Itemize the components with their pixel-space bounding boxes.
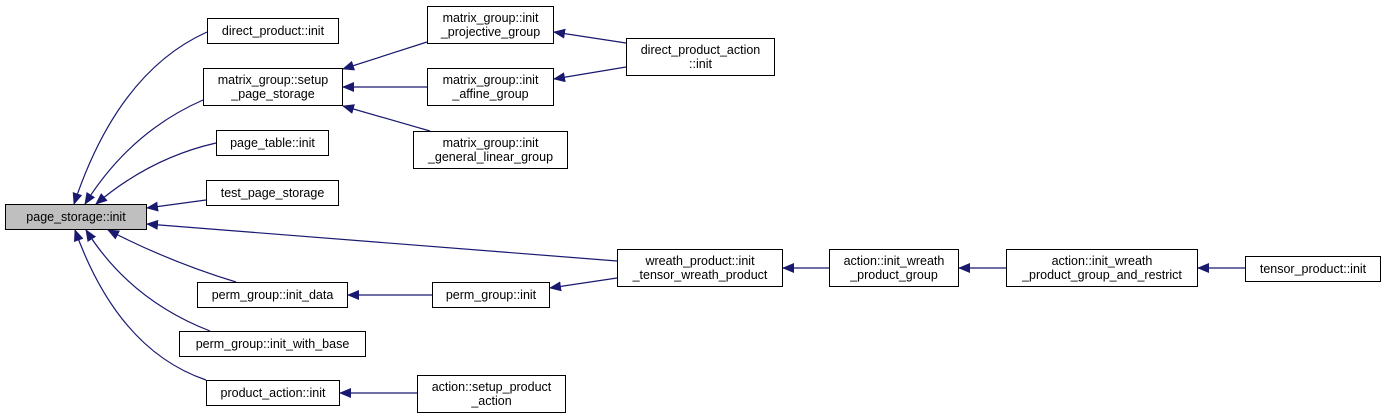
node-label-line: ::init <box>689 57 712 71</box>
edge-page-table-init-to-page-storage-init <box>95 142 217 205</box>
node-label-line: _page_storage <box>231 87 315 101</box>
node-label-line: test_page_storage <box>220 186 325 200</box>
node-label-line: action::setup_product <box>431 380 552 394</box>
node-label-line: _product_group_and_restrict <box>1022 268 1182 282</box>
edge-direct-product-action-init-to-matrix-group-init-affine-group <box>553 66 627 83</box>
node-wreath-product-init-tensor-wreath-product[interactable]: wreath_product::init_tensor_wreath_produ… <box>617 249 783 287</box>
edge-matrix-group-setup-page-storage-to-page-storage-init <box>84 99 204 205</box>
node-label-line: product_action::init <box>220 386 326 400</box>
edge-product-action-init-to-page-storage-init <box>74 229 207 381</box>
node-action-init-wreath-product-group-and-restrict[interactable]: action::init_wreath_product_group_and_re… <box>1006 249 1198 287</box>
node-matrix-group-init-general-linear-group[interactable]: matrix_group::init_general_linear_group <box>413 131 568 169</box>
node-label-line: perm_group::init_with_base <box>195 337 350 351</box>
node-label-line: matrix_group::init <box>442 11 539 25</box>
node-label-line: matrix_group::init <box>442 136 539 150</box>
edge-wreath-product-init-tensor-wreath-product-to-page-storage-init <box>146 219 618 262</box>
node-matrix-group-setup-page-storage[interactable]: matrix_group::setup_page_storage <box>203 68 343 106</box>
edge-matrix-group-init-projective-group-to-matrix-group-setup-page-storage <box>342 41 428 71</box>
node-label-line: tensor_product::init <box>1259 262 1367 276</box>
node-label-line: page_storage::init <box>26 210 126 224</box>
node-label-line: page_table::init <box>230 136 315 150</box>
node-perm-group-init-data[interactable]: perm_group::init_data <box>197 282 348 308</box>
node-tensor-product-init[interactable]: tensor_product::init <box>1245 256 1381 282</box>
node-label-line: action::init_wreath <box>1051 254 1153 268</box>
node-action-setup-product-action[interactable]: action::setup_product_action <box>417 375 566 413</box>
node-label-line: _projective_group <box>440 25 541 39</box>
edge-matrix-group-init-general-linear-group-to-matrix-group-setup-page-storage <box>342 104 431 132</box>
node-action-init-wreath-product-group[interactable]: action::init_wreath_product_group <box>829 249 959 287</box>
node-label-line: action::init_wreath <box>843 254 945 268</box>
node-direct-product-action-init[interactable]: direct_product_action::init <box>626 38 775 76</box>
node-label-line: perm_group::init_data <box>211 288 334 302</box>
node-product-action-init[interactable]: product_action::init <box>206 380 340 406</box>
node-label-line: _affine_group <box>452 87 529 101</box>
node-page-storage-init: page_storage::init <box>5 204 147 230</box>
node-direct-product-init[interactable]: direct_product::init <box>207 18 339 44</box>
node-label-line: matrix_group::init <box>442 73 539 87</box>
node-label-line: _product_group <box>850 268 938 282</box>
node-matrix-group-init-affine-group[interactable]: matrix_group::init_affine_group <box>427 68 554 106</box>
node-label-line: _general_linear_group <box>427 150 554 164</box>
node-test-page-storage[interactable]: test_page_storage <box>206 180 339 206</box>
edge-direct-product-init-to-page-storage-init <box>72 31 208 205</box>
node-perm-group-init[interactable]: perm_group::init <box>432 282 550 308</box>
node-page-table-init[interactable]: page_table::init <box>216 130 329 156</box>
node-label-line: perm_group::init <box>445 288 537 302</box>
edge-test-page-storage-to-page-storage-init <box>146 199 207 212</box>
node-label-line: matrix_group::setup <box>217 73 329 87</box>
edge-perm-group-init-with-base-to-page-storage-init <box>85 229 211 332</box>
node-label-line: _action <box>471 394 512 408</box>
node-perm-group-init-with-base[interactable]: perm_group::init_with_base <box>179 331 366 357</box>
edge-perm-group-init-data-to-page-storage-init <box>107 229 237 283</box>
node-label-line: direct_product::init <box>221 24 325 38</box>
edge-wreath-product-init-tensor-wreath-product-to-perm-group-init <box>549 277 618 292</box>
node-matrix-group-init-projective-group[interactable]: matrix_group::init_projective_group <box>427 6 554 44</box>
node-label-line: direct_product_action <box>640 43 761 57</box>
node-label-line: wreath_product::init <box>645 254 755 268</box>
node-label-line: _tensor_wreath_product <box>632 268 768 282</box>
edge-direct-product-action-init-to-matrix-group-init-projective-group <box>553 28 627 44</box>
